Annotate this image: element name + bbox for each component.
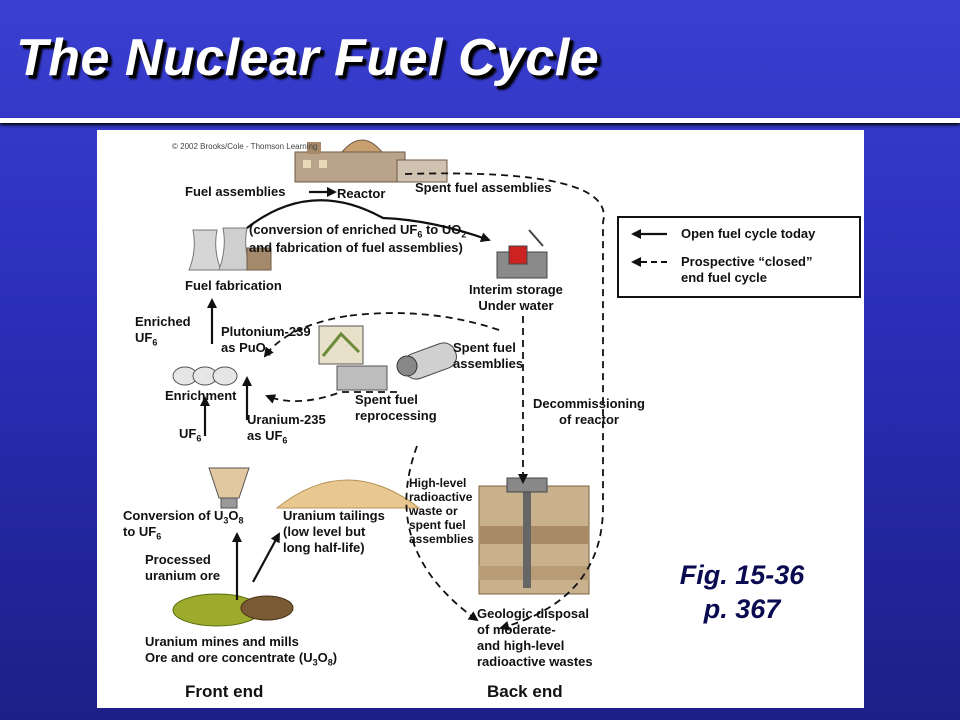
label-conversion-line1: (conversion of enriched UF6 to UO2 (249, 222, 467, 240)
fuel-cycle-diagram (172, 139, 605, 631)
centrifuge-cylinders-icon (172, 366, 238, 386)
title-divider (0, 118, 960, 123)
legend-closed-label-line1: Prospective “closed” (681, 254, 813, 269)
label-uranium-235: Uranium-235 (247, 412, 326, 427)
conversion-hopper-icon (208, 467, 250, 509)
label-as-uf6: as UF6 (247, 428, 288, 446)
legend-open-label: Open fuel cycle today (681, 226, 816, 241)
back-end-heading: Back end (487, 682, 563, 701)
label-enriched-uf6: UF6 (135, 330, 158, 348)
front-end-heading: Front end (185, 682, 264, 701)
label-uranium-tailings: Uranium tailings (low level but long hal… (283, 508, 385, 555)
reprocessing-plant-icon (318, 325, 388, 391)
label-geologic-disposal: Geologic disposal of moderate- and high-… (477, 606, 593, 669)
storage-pool-icon (496, 229, 548, 279)
cooling-tower-icon (188, 227, 272, 271)
label-to-uf6: to UF6 (123, 524, 162, 542)
label-uf6: UF6 (179, 426, 202, 444)
ore-pile-icon (172, 593, 294, 627)
legend: Open fuel cycle today Prospective “close… (617, 216, 861, 298)
figure-number: Fig. 15-36 (679, 560, 805, 590)
tailings-pile-icon (275, 479, 421, 509)
label-reactor: Reactor (337, 186, 386, 201)
label-conversion-u3o8: Conversion of U3O8 (123, 508, 244, 526)
label-spent-fuel-mid: Spent fuel assemblies (453, 340, 524, 371)
fuel-cycle-figure: © 2002 Brooks/Cole - Thomson Learning Op… (97, 130, 864, 708)
label-high-level-waste: High-level radioactive waste or spent fu… (409, 476, 474, 546)
label-as-puo2: as PuO2 (221, 340, 271, 358)
figure-caption: Fig. 15-36 p. 367 (657, 558, 827, 626)
label-fuel-fabrication: Fuel fabrication (185, 278, 282, 293)
slide-title: The Nuclear Fuel Cycle (16, 29, 600, 87)
label-decommissioning: Decommissioning of reactor (533, 396, 645, 427)
legend-lines (631, 229, 667, 267)
label-plutonium: Plutonium-239 (221, 324, 311, 339)
reactor-building-icon (294, 139, 448, 183)
label-interim-storage: Interim storage Under water (469, 282, 563, 313)
open-cycle-arrows (200, 187, 491, 600)
geologic-repository-icon (478, 477, 590, 595)
label-spent-fuel-assemblies-top: Spent fuel assemblies (415, 180, 552, 195)
label-conversion-line2: and fabrication of fuel assemblies) (249, 240, 463, 255)
label-fuel-assemblies: Fuel assemblies (185, 184, 286, 199)
closed-cycle-arrows (263, 172, 605, 631)
label-spent-fuel-reprocessing: Spent fuel reprocessing (355, 392, 437, 423)
fuel-assembly-icon (396, 342, 457, 380)
legend-closed-label-line2: end fuel cycle (681, 270, 767, 285)
label-enriched: Enriched (135, 314, 191, 329)
label-mines-line1: Uranium mines and mills (145, 634, 299, 649)
label-enrichment: Enrichment (165, 388, 237, 403)
figure-page: p. 367 (703, 594, 781, 624)
label-mines-line2: Ore and ore concentrate (U3O8) (145, 650, 338, 668)
label-processed-ore: Processed uranium ore (145, 552, 221, 583)
copyright-notice: © 2002 Brooks/Cole - Thomson Learning (172, 142, 318, 151)
